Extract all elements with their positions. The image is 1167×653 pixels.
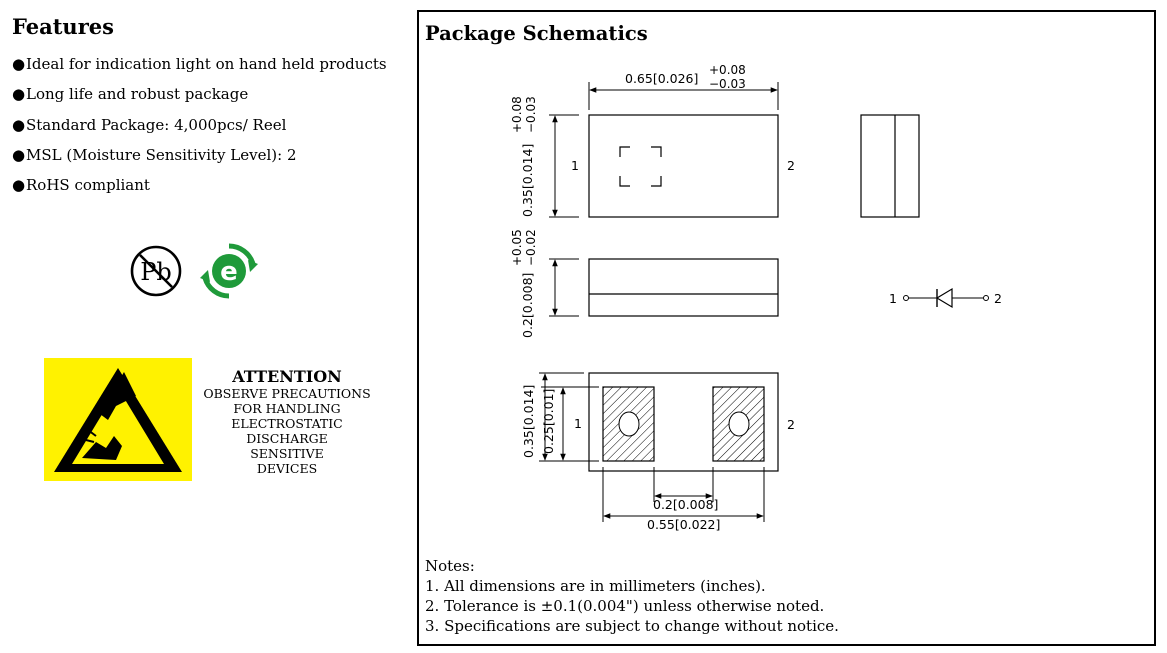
svg-text:0.35[0.014]: 0.35[0.014] (520, 144, 535, 217)
side-view-body (588, 258, 779, 317)
top-height-dimension: 0.35[0.014] +0.08 −0.03 (510, 96, 579, 218)
svg-text:−0.02: −0.02 (524, 229, 538, 266)
top-view-body (588, 114, 779, 218)
top-width-dimension: 0.65[0.026] +0.08 −0.03 (588, 63, 779, 110)
panel-title: Package Schematics (425, 22, 648, 45)
bullet-icon: ● (12, 55, 26, 73)
attention-line: ELECTROSTATIC (231, 416, 343, 431)
features-title: Features (12, 14, 114, 39)
feature-list: ●Ideal for indication light on hand held… (12, 54, 387, 205)
notes-title: Notes: (425, 557, 475, 575)
note-item: 2. Tolerance is ±0.1(0.004") unless othe… (425, 597, 825, 615)
feature-item: ●MSL (Moisture Sensitivity Level): 2 (12, 145, 297, 164)
feature-item: ●Long life and robust package (12, 85, 249, 104)
bullet-icon: ● (12, 85, 26, 104)
svg-text:+0.08: +0.08 (709, 63, 746, 77)
bullet-icon: ● (12, 115, 26, 134)
svg-text:0.35[0.014]: 0.35[0.014] (521, 385, 536, 458)
svg-text:1: 1 (889, 291, 897, 306)
svg-text:0.2[0.008]: 0.2[0.008] (653, 497, 718, 512)
feature-item: ●Ideal for indication light on hand held… (12, 55, 387, 73)
bottom-view-pin-2: 2 (787, 417, 795, 432)
bottom-outer-height-dimension: 0.35[0.014] 0.25[0.01] (521, 372, 599, 462)
end-view-body (860, 114, 920, 218)
feature-item: ●RoHS compliant (12, 176, 150, 195)
top-view-pin-2: 2 (787, 158, 795, 173)
bottom-gap-dimension: 0.2[0.008] (653, 467, 718, 512)
esd-warning-icon (44, 358, 192, 481)
bottom-span-dimension: 0.55[0.022] (602, 467, 765, 532)
bottom-view-body (588, 372, 779, 472)
feature-item: ●Standard Package: 4,000pcs/ Reel (12, 115, 287, 134)
lead-free-icon: Pb (130, 245, 182, 297)
svg-text:−0.03: −0.03 (524, 96, 538, 133)
attention-line: OBSERVE PRECAUTIONS (203, 386, 371, 401)
note-item: 1. All dimensions are in millimeters (in… (425, 577, 766, 595)
svg-text:0.2[0.008]: 0.2[0.008] (520, 273, 535, 338)
svg-text:0.55[0.022]: 0.55[0.022] (647, 517, 720, 532)
bullet-icon: ● (12, 176, 26, 195)
svg-text:+0.08: +0.08 (510, 96, 524, 133)
svg-text:+0.05: +0.05 (510, 229, 524, 266)
svg-text:0.25[0.01]: 0.25[0.01] (541, 389, 556, 454)
side-height-dimension: 0.2[0.008] +0.05 −0.02 (510, 229, 579, 338)
green-e-icon: e (200, 243, 258, 299)
notes-block: Notes: 1. All dimensions are in millimet… (425, 556, 839, 636)
package-schematics-panel: Package Schematics 0.65[0.026] +0.08 −0.… (417, 10, 1156, 646)
bullet-icon: ● (12, 145, 26, 164)
package-drawing: 0.65[0.026] +0.08 −0.03 1 2 0.35[0.014] (510, 63, 1002, 532)
note-item: 3. Specifications are subject to change … (425, 617, 839, 635)
attention-line: FOR HANDLING (233, 401, 341, 416)
svg-text:−0.03: −0.03 (709, 77, 746, 91)
svg-text:0.65[0.026]: 0.65[0.026] (625, 71, 698, 86)
svg-text:2: 2 (994, 291, 1002, 306)
attention-line: DISCHARGE (246, 431, 328, 446)
attention-line: DEVICES (256, 461, 318, 476)
top-view-pin-1: 1 (571, 158, 579, 173)
bottom-view-pin-1: 1 (574, 416, 582, 431)
attention-block: ATTENTION OBSERVE PRECAUTIONS FOR HANDLI… (202, 367, 372, 477)
diode-symbol-icon: 1 2 (889, 287, 1002, 309)
svg-text:e: e (220, 257, 238, 287)
attention-title: ATTENTION (232, 367, 342, 386)
attention-line: SENSITIVE (250, 446, 324, 461)
top-view-corner-marks (619, 146, 662, 187)
